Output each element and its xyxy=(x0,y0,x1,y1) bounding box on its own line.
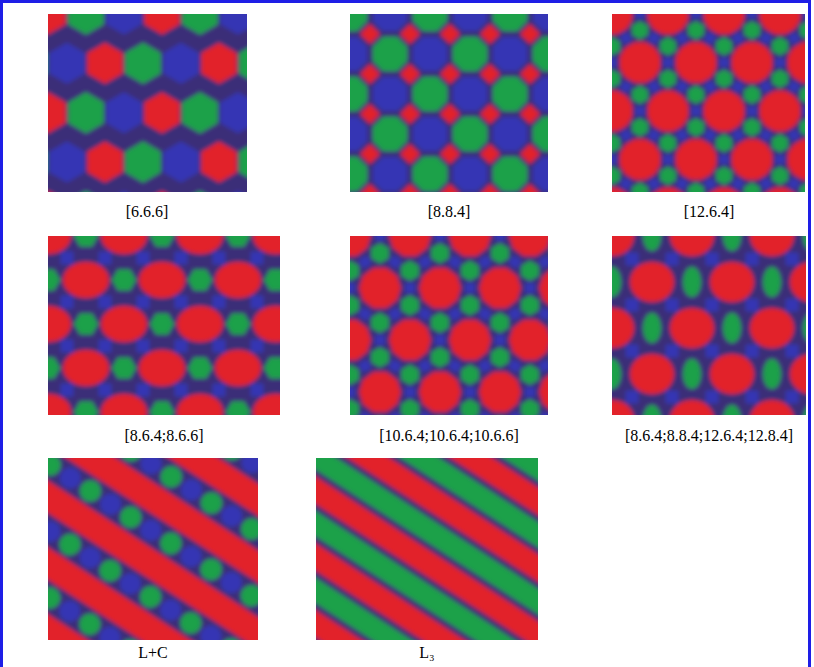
tiling-pattern xyxy=(350,236,548,415)
panel-label: [6.6.6] xyxy=(126,202,169,221)
panel-label: [10.6.4;10.6.4;10.6.6] xyxy=(379,426,519,445)
panel-label: [8.6.4;8.8.4;12.6.4;12.8.4] xyxy=(625,426,793,445)
tiling-pattern xyxy=(612,14,805,192)
tiling-pattern xyxy=(612,236,806,415)
tiling-pattern xyxy=(48,458,258,640)
tiling-pattern xyxy=(48,14,247,192)
tiling-pattern xyxy=(350,14,548,192)
tiling-pattern xyxy=(48,236,280,415)
panel-label: L+C xyxy=(138,643,167,662)
panel-label: [12.6.4] xyxy=(684,202,735,221)
panel-label: [8.6.4;8.6.6] xyxy=(124,426,203,445)
tiling-pattern xyxy=(316,458,538,640)
panel-label: [8.8.4] xyxy=(428,202,471,221)
panel-label: L₃ xyxy=(419,643,434,662)
